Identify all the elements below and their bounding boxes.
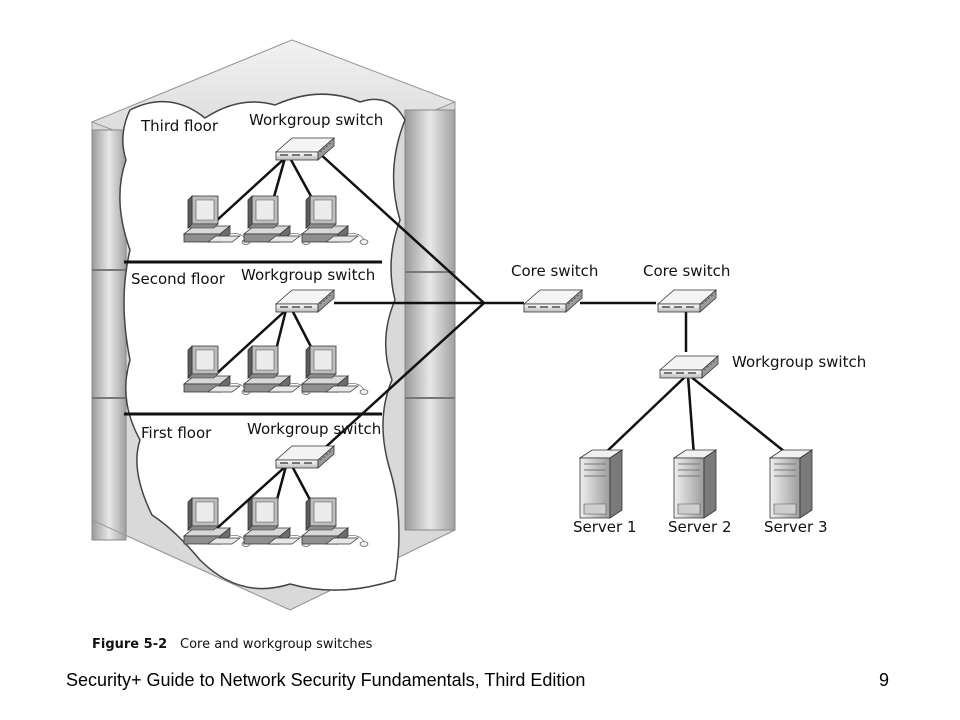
floor-label-second: Second floor bbox=[131, 270, 226, 288]
footer-page-number: 9 bbox=[879, 670, 890, 690]
workgroup-switch-label-third: Workgroup switch bbox=[249, 111, 383, 129]
server-1-icon bbox=[579, 449, 623, 519]
footer-book-title: Security+ Guide to Network Security Fund… bbox=[66, 670, 586, 690]
workgroup-switch-label-first: Workgroup switch bbox=[247, 420, 381, 438]
core-switch-label-2: Core switch bbox=[643, 262, 730, 280]
figure-caption: Core and workgroup switches bbox=[180, 637, 373, 652]
workgroup-switch-servers-icon bbox=[659, 355, 719, 379]
server-3-icon bbox=[769, 449, 813, 519]
figure-number: Figure 5-2 bbox=[92, 637, 167, 652]
floor-label-first: First floor bbox=[141, 424, 212, 442]
floor-label-third: Third floor bbox=[140, 117, 219, 135]
workgroup-switch-label-servers: Workgroup switch bbox=[732, 353, 866, 371]
workgroup-switch-label-second: Workgroup switch bbox=[241, 266, 375, 284]
server-label-1: Server 1 bbox=[573, 518, 637, 536]
core-switch-label-1: Core switch bbox=[511, 262, 598, 280]
server-label-2: Server 2 bbox=[668, 518, 732, 536]
server-2-icon bbox=[673, 449, 717, 519]
core-switch-1-icon bbox=[523, 289, 583, 313]
server-label-3: Server 3 bbox=[764, 518, 828, 536]
core-switch-2-icon bbox=[657, 289, 717, 313]
